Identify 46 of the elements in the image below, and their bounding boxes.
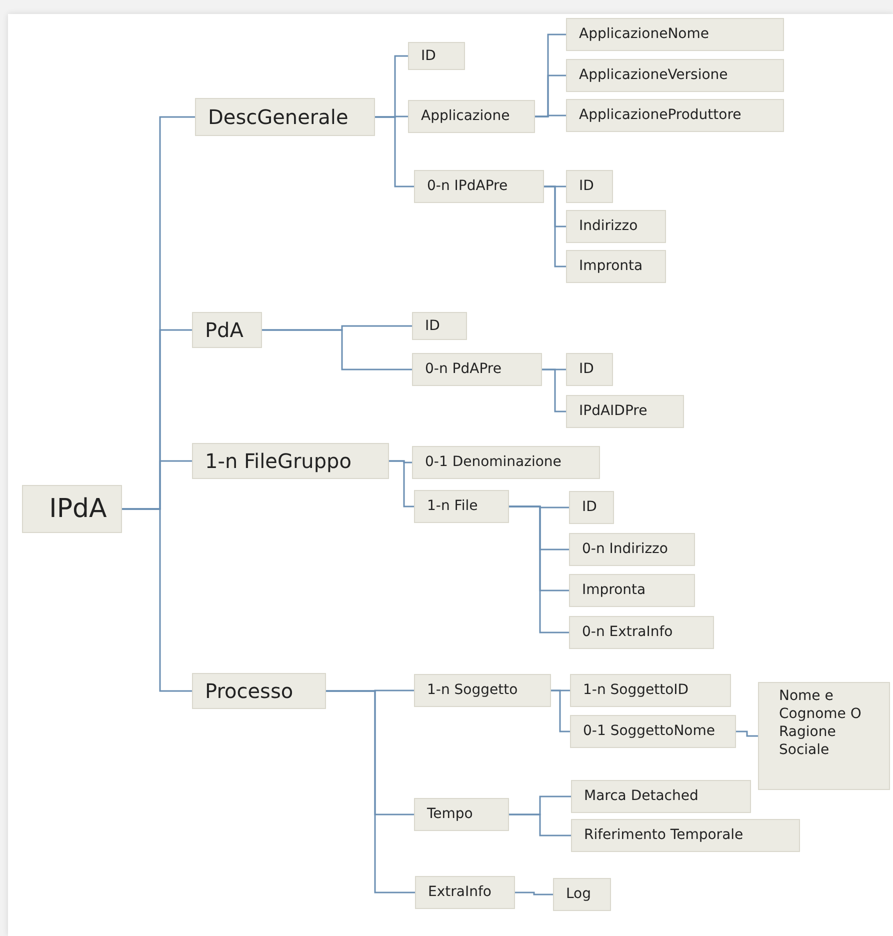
tree-node-box: Impronta — [569, 574, 695, 607]
tree-node-box: Log — [553, 878, 611, 911]
tree-node-box: 0-n IPdAPre — [414, 170, 544, 203]
connector-line — [542, 368, 566, 412]
tree-node-box: ID — [412, 312, 467, 340]
tree-node-box: Tempo — [414, 798, 509, 831]
tree-node-box: ApplicazioneNome — [566, 18, 784, 51]
connector-line — [262, 329, 412, 370]
tree-node-box: 1-n FileGruppo — [192, 443, 389, 479]
tree-node-box: ExtraInfo — [415, 876, 515, 909]
tree-node-box: Processo — [192, 673, 326, 709]
tree-node-box: DescGenerale — [195, 98, 375, 136]
tree-node-box: Indirizzo — [566, 210, 666, 243]
connector-line — [509, 814, 571, 836]
tree-node-box: ApplicazioneProduttore — [566, 99, 784, 132]
connector-line — [551, 690, 570, 732]
tree-node-box: ID — [408, 42, 465, 70]
connector-line — [535, 114, 566, 118]
tree-node-box: ID — [566, 170, 613, 203]
tree-node-box: 0-n ExtraInfo — [569, 616, 714, 649]
connector-line — [375, 116, 414, 188]
tree-node-box: IPdAIDPre — [566, 395, 684, 428]
tree-node-box: 0-1 Denominazione — [412, 446, 600, 479]
connector-line — [544, 186, 566, 268]
tree-node-box: Applicazione — [408, 100, 535, 133]
tree-node-box: PdA — [192, 312, 262, 348]
tree-node-box: 0-n PdAPre — [412, 353, 542, 386]
tree-node-box: ID — [569, 491, 614, 524]
tree-node-box: Nome e Cognome O Ragione Sociale — [758, 682, 890, 790]
tree-node-box: Marca Detached — [571, 780, 751, 813]
connector-line — [389, 460, 414, 508]
tree-node-box: 0-n Indirizzo — [569, 533, 695, 566]
tree-node-box: 1-n Soggetto — [414, 674, 551, 707]
connector-line — [509, 506, 569, 634]
tree-node-box: 1-n SoggettoID — [570, 674, 731, 707]
tree-node-box: Impronta — [566, 250, 666, 283]
tree-node-box: ApplicazioneVersione — [566, 59, 784, 92]
tree-node-box: ID — [566, 353, 613, 386]
connector-line — [326, 690, 415, 894]
tree-node-box: 0-1 SoggettoNome — [570, 715, 736, 748]
connector-line — [736, 730, 758, 737]
tree-node-box: 1-n File — [414, 490, 509, 523]
tree-node-box: IPdA — [22, 485, 122, 533]
tree-node-box: Riferimento Temporale — [571, 819, 800, 852]
connector-line — [122, 508, 192, 692]
connector-line — [515, 892, 553, 896]
